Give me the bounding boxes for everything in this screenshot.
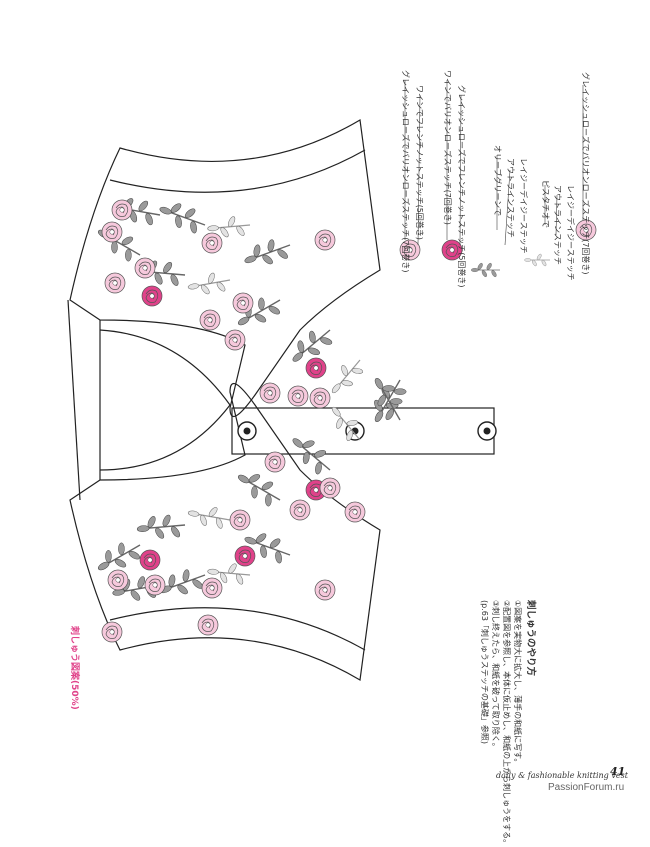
vest-outline (67, 119, 495, 681)
embroidery-pattern (67, 80, 597, 681)
instruction-step: (p.63「刺しゅうステッチの基礎」参照) (480, 600, 489, 745)
legend-label-7: レイジーデイジーステッチ (519, 158, 528, 254)
legend-swatch-leaf-dark (470, 261, 501, 279)
legend-label-5: オリーブグリーンで (493, 145, 502, 217)
instruction-step: ③刺し終えたら、和紙を破って取り除く。 (491, 600, 500, 751)
magazine-footer: daily & fashionable knitting vest (496, 771, 628, 780)
legend-swatch-leaf-light (524, 253, 551, 267)
pattern-title: 刺しゅう図案(50%) (69, 626, 79, 710)
legend-label-10: レイジーデイジーステッチ (566, 185, 575, 281)
instructions-title: 刺しゅうのやり方 (525, 600, 536, 677)
button-1 (237, 421, 257, 441)
legend-label-3: ワインでバリオンローズステッチ(7回巻き) (443, 70, 452, 225)
watermark: PassionForum.ru (548, 782, 625, 793)
instruction-step: ②配置図を参照し、本体に仮止めし、和紙の上から刺しゅうをする。 (502, 600, 511, 847)
legend-label-9: アウトラインステッチ (553, 185, 562, 265)
embroidery-instructions: 刺しゅうのやり方 ①図案を実物大に拡大し、薄手の和紙に写す。 ②配置図を参照し、… (479, 600, 536, 847)
legend-label-11: グレイッシュローズでバリオンローズステッチ(7回巻き) (581, 72, 590, 275)
legend-label-6: アウトラインステッチ (506, 158, 515, 238)
page-number: 41 (610, 765, 626, 778)
embroidery-motif-lower (91, 371, 412, 643)
buttons (237, 421, 497, 441)
button-3 (477, 421, 497, 441)
legend-label-8: ピスタチオで (541, 180, 550, 228)
legend-leaders (404, 80, 584, 246)
instruction-step: ①図案を実物大に拡大し、薄手の和紙に写す。 (513, 600, 522, 767)
legend-label-1: グレイッシュローズでバリオンローズステッチ(7回巻き) (401, 70, 410, 273)
legend-label-4: グレイッシュローズでフレンチノットステッチ(5回巻き) (457, 85, 466, 288)
legend-label-2: ワインでフレンチノットステッチ(5回巻き) (415, 85, 424, 240)
embroidery-motif-upper (91, 193, 412, 429)
